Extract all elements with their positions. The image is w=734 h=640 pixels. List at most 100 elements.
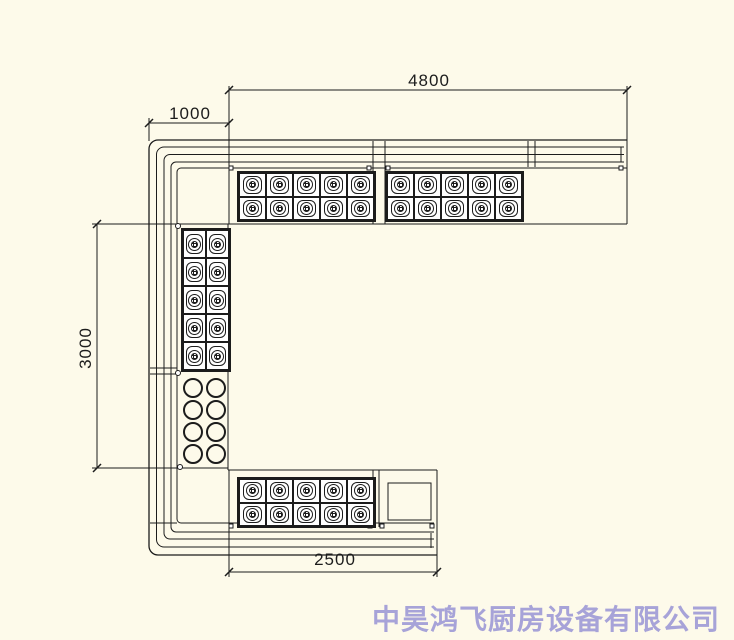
burner-ring (327, 178, 340, 192)
gas-burner-unit (183, 258, 206, 286)
burner-grate (478, 204, 485, 212)
burner-ring (246, 507, 259, 521)
burner-grate (214, 352, 221, 360)
burner-ring (188, 265, 201, 279)
burner-grate (303, 487, 310, 495)
gas-burner-unit (183, 314, 206, 342)
gas-burner-unit (293, 502, 320, 526)
burner-grate (397, 181, 404, 189)
burner-grate (191, 240, 198, 248)
burner-grate (330, 181, 337, 189)
burner-pan (243, 505, 262, 523)
burner-pan (391, 199, 410, 217)
burner-ring (273, 201, 286, 215)
burner-grate (214, 296, 221, 304)
burner-grate (303, 181, 310, 189)
gas-burner-unit (293, 479, 320, 503)
burner-pan (209, 318, 226, 338)
burner-grate (505, 181, 512, 189)
gas-burner-unit (468, 196, 495, 220)
burner-grate (330, 487, 337, 495)
gas-burner-unit (414, 173, 441, 197)
gas-burner-unit (495, 196, 522, 220)
burner-grate (249, 181, 256, 189)
burner-grate (424, 204, 431, 212)
burner-grate (214, 268, 221, 276)
burner-ring (300, 178, 313, 192)
burner-ring (188, 293, 201, 307)
burner-pan (186, 290, 203, 310)
gas-burner-unit (441, 196, 468, 220)
round-burner-unit (181, 377, 204, 399)
burner-pan (297, 482, 316, 500)
burner-ring (394, 178, 407, 192)
gas-burner-unit (387, 196, 414, 220)
gas-burner-unit (206, 258, 229, 286)
burner-grate (249, 510, 256, 518)
burner-pan (499, 199, 518, 217)
burner-pan (209, 346, 226, 366)
stockpot-ring (182, 444, 203, 464)
burner-grate (357, 204, 364, 212)
burner-ring (327, 484, 340, 498)
burner-ring (475, 178, 488, 192)
burner-ring (211, 265, 224, 279)
burner-pan (445, 176, 464, 194)
gas-burner-unit (320, 173, 347, 197)
burner-grate (191, 268, 198, 276)
burner-pan (297, 199, 316, 217)
burner-pan (186, 262, 203, 282)
burner-grate (505, 204, 512, 212)
burner-pan (324, 482, 343, 500)
burner-pan (351, 505, 370, 523)
burner-ring (394, 201, 407, 215)
gas-burner-unit (320, 196, 347, 220)
burner-pan (186, 318, 203, 338)
corner-markers (176, 166, 624, 528)
gas-burner-unit (239, 479, 266, 503)
burner-pan (324, 505, 343, 523)
round-burner-block (181, 377, 227, 465)
burner-ring (300, 484, 313, 498)
stockpot-ring (182, 400, 203, 420)
gas-burner-unit (414, 196, 441, 220)
stockpot-ring (205, 444, 226, 464)
burner-grate (357, 181, 364, 189)
burner-pan (270, 176, 289, 194)
top-burner-block-1 (237, 171, 376, 222)
burner-grate (357, 487, 364, 495)
burner-ring (188, 349, 201, 363)
company-watermark: 中昊鸿飞厨房设备有限公司 (372, 603, 721, 636)
gas-burner-unit (266, 173, 293, 197)
burner-grate (303, 510, 310, 518)
gas-burner-unit (347, 479, 374, 503)
burner-pan (270, 199, 289, 217)
bottom-burner-block (237, 477, 376, 528)
burner-ring (448, 178, 461, 192)
burner-ring (354, 201, 367, 215)
burner-pan (324, 176, 343, 194)
burner-pan (270, 505, 289, 523)
burner-grate (191, 352, 198, 360)
burner-pan (418, 199, 437, 217)
burner-pan (209, 262, 226, 282)
gas-burner-unit (495, 173, 522, 197)
gas-burner-unit (206, 342, 229, 370)
burner-grate (424, 181, 431, 189)
gas-burner-unit (293, 173, 320, 197)
round-burner-unit (181, 443, 204, 465)
burner-grate (330, 204, 337, 212)
burner-ring (354, 178, 367, 192)
round-burner-unit (181, 421, 204, 443)
burner-pan (472, 176, 491, 194)
burner-pan (391, 176, 410, 194)
gas-burner-unit (347, 502, 374, 526)
stockpot-ring (182, 422, 203, 442)
worktable-box (388, 483, 431, 520)
burner-grate (249, 487, 256, 495)
burner-ring (211, 237, 224, 251)
burner-ring (502, 178, 515, 192)
burner-ring (354, 507, 367, 521)
burner-pan (351, 482, 370, 500)
